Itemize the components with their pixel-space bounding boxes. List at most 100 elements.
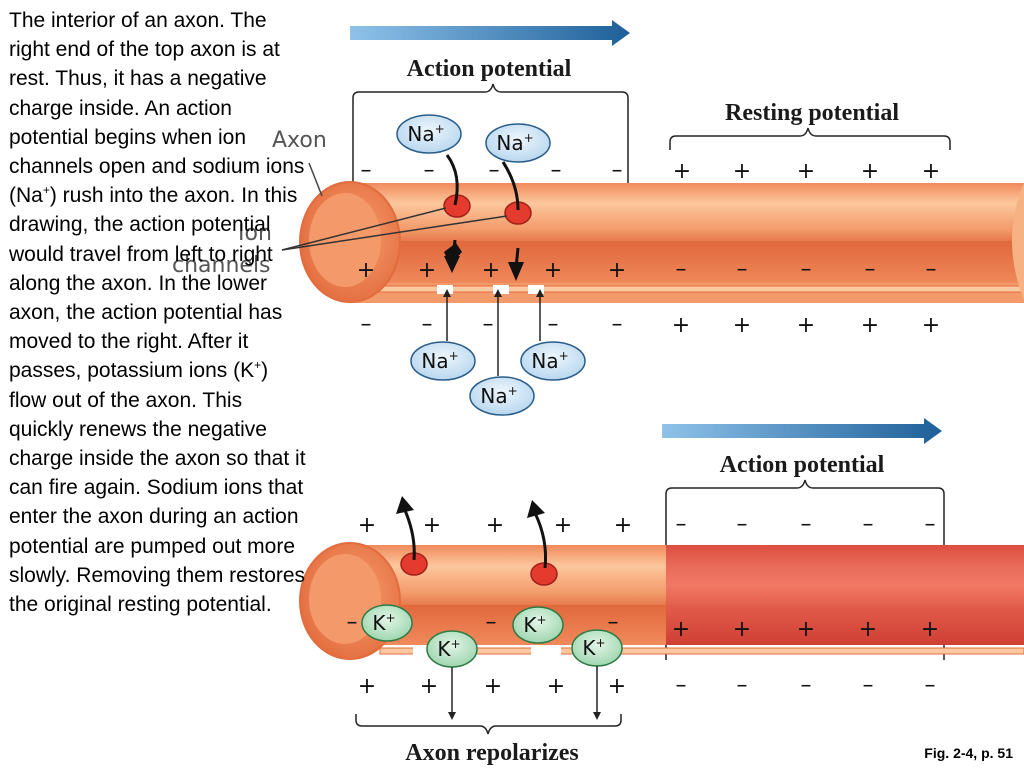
bottom-axon-inner-charges: – – – + + + + +: [347, 610, 940, 642]
svg-text:+: +: [733, 617, 751, 642]
svg-text:+: +: [861, 159, 879, 184]
svg-text:–: –: [801, 512, 812, 537]
svg-text:+: +: [482, 258, 500, 283]
bottom-axon-lower-charges: + + + + + – – – – –: [358, 673, 936, 699]
bottom-axon: Action potential K+ K+ K+: [299, 418, 1024, 766]
svg-text:–: –: [925, 673, 936, 698]
svg-text:–: –: [801, 257, 812, 282]
svg-text:+: +: [672, 617, 690, 642]
svg-text:–: –: [612, 312, 623, 337]
svg-text:+: +: [859, 617, 877, 642]
svg-text:Na+: Na+: [480, 384, 517, 408]
na-ion: Na+: [520, 341, 586, 381]
svg-text:–: –: [548, 312, 559, 337]
svg-text:K+: K+: [437, 637, 460, 661]
top-action-bracket: [352, 83, 629, 262]
svg-text:+: +: [418, 258, 436, 283]
svg-text:–: –: [608, 610, 619, 635]
svg-text:–: –: [737, 257, 748, 282]
svg-text:+: +: [484, 674, 502, 699]
resting-potential-label: Resting potential: [725, 100, 899, 126]
axon-repolarizes-label: Axon repolarizes: [405, 740, 579, 766]
svg-text:–: –: [926, 257, 937, 282]
svg-text:+: +: [544, 258, 562, 283]
svg-text:+: +: [921, 617, 939, 642]
svg-text:–: –: [422, 312, 433, 337]
svg-text:–: –: [489, 158, 500, 183]
svg-text:+: +: [797, 159, 815, 184]
svg-text:K+: K+: [523, 613, 546, 637]
svg-text:–: –: [863, 673, 874, 698]
na-ion: Na+: [485, 123, 551, 163]
svg-text:+: +: [733, 313, 751, 338]
svg-text:–: –: [676, 673, 687, 698]
top-axon-lower-charges: – – – – – + + + + +: [361, 312, 941, 338]
svg-text:K+: K+: [582, 636, 605, 660]
svg-text:+: +: [608, 258, 626, 283]
svg-text:K+: K+: [372, 611, 395, 635]
ion-channels-label: Ion: [238, 221, 272, 246]
bottom-axon-outer-charges: + + + + + – – – – –: [358, 512, 936, 538]
svg-text:–: –: [486, 610, 497, 635]
svg-text:–: –: [361, 312, 372, 337]
svg-text:+: +: [486, 513, 504, 538]
repolarize-bracket: [355, 714, 622, 735]
bottom-action-potential-label: Action potential: [720, 452, 885, 478]
svg-text:–: –: [424, 158, 435, 183]
svg-text:Na+: Na+: [496, 131, 533, 155]
svg-text:–: –: [737, 512, 748, 537]
svg-text:+: +: [420, 674, 438, 699]
svg-text:–: –: [483, 312, 494, 337]
svg-text:+: +: [358, 674, 376, 699]
svg-text:–: –: [863, 512, 874, 537]
k-ion: K+: [571, 629, 623, 667]
resting-bracket: [669, 127, 951, 150]
svg-text:+: +: [423, 513, 441, 538]
svg-text:–: –: [737, 673, 748, 698]
svg-text:–: –: [361, 158, 372, 183]
svg-text:Na+: Na+: [421, 349, 458, 373]
figure-caption: Fig. 2-4, p. 51: [924, 745, 1013, 761]
svg-text:–: –: [865, 257, 876, 282]
svg-text:–: –: [612, 158, 623, 183]
svg-text:+: +: [672, 313, 690, 338]
na-ion: Na+: [396, 114, 462, 154]
svg-text:–: –: [676, 257, 687, 282]
top-axon-inner-charges: + + + + + – – – – –: [357, 257, 937, 283]
active-region: [666, 545, 1024, 645]
outward-arrow: [402, 507, 416, 561]
top-direction-arrow: [350, 20, 630, 46]
ion-channels-label-2: channels: [172, 253, 271, 278]
top-action-potential-label: Action potential: [407, 56, 572, 82]
svg-text:+: +: [922, 159, 940, 184]
k-ion: K+: [361, 604, 413, 642]
na-ion: Na+: [469, 376, 535, 416]
top-axon-outer-charges: – – – – – + + + + +: [361, 158, 941, 184]
svg-text:+: +: [554, 513, 572, 538]
svg-text:+: +: [797, 617, 815, 642]
svg-text:–: –: [801, 673, 812, 698]
k-ion: K+: [512, 606, 564, 644]
svg-text:+: +: [673, 159, 691, 184]
svg-text:Na+: Na+: [407, 122, 444, 146]
svg-text:+: +: [614, 513, 632, 538]
bottom-action-bracket: [665, 479, 945, 660]
svg-text:+: +: [797, 313, 815, 338]
svg-text:+: +: [861, 313, 879, 338]
svg-text:+: +: [733, 159, 751, 184]
svg-text:+: +: [547, 674, 565, 699]
svg-text:Na+: Na+: [531, 349, 568, 373]
k-ion: K+: [426, 630, 478, 668]
axon-label: Axon: [272, 128, 327, 153]
na-ion: Na+: [410, 341, 476, 381]
svg-text:+: +: [357, 258, 375, 283]
top-axon: Action potential Resting potential Na+ N…: [172, 20, 1024, 416]
outward-arrow: [533, 512, 547, 569]
description-text: The interior of an axon. The right end o…: [9, 9, 306, 617]
svg-text:+: +: [922, 313, 940, 338]
svg-text:+: +: [608, 674, 626, 699]
bottom-direction-arrow: [662, 418, 942, 444]
svg-text:–: –: [925, 512, 936, 537]
svg-text:+: +: [358, 513, 376, 538]
